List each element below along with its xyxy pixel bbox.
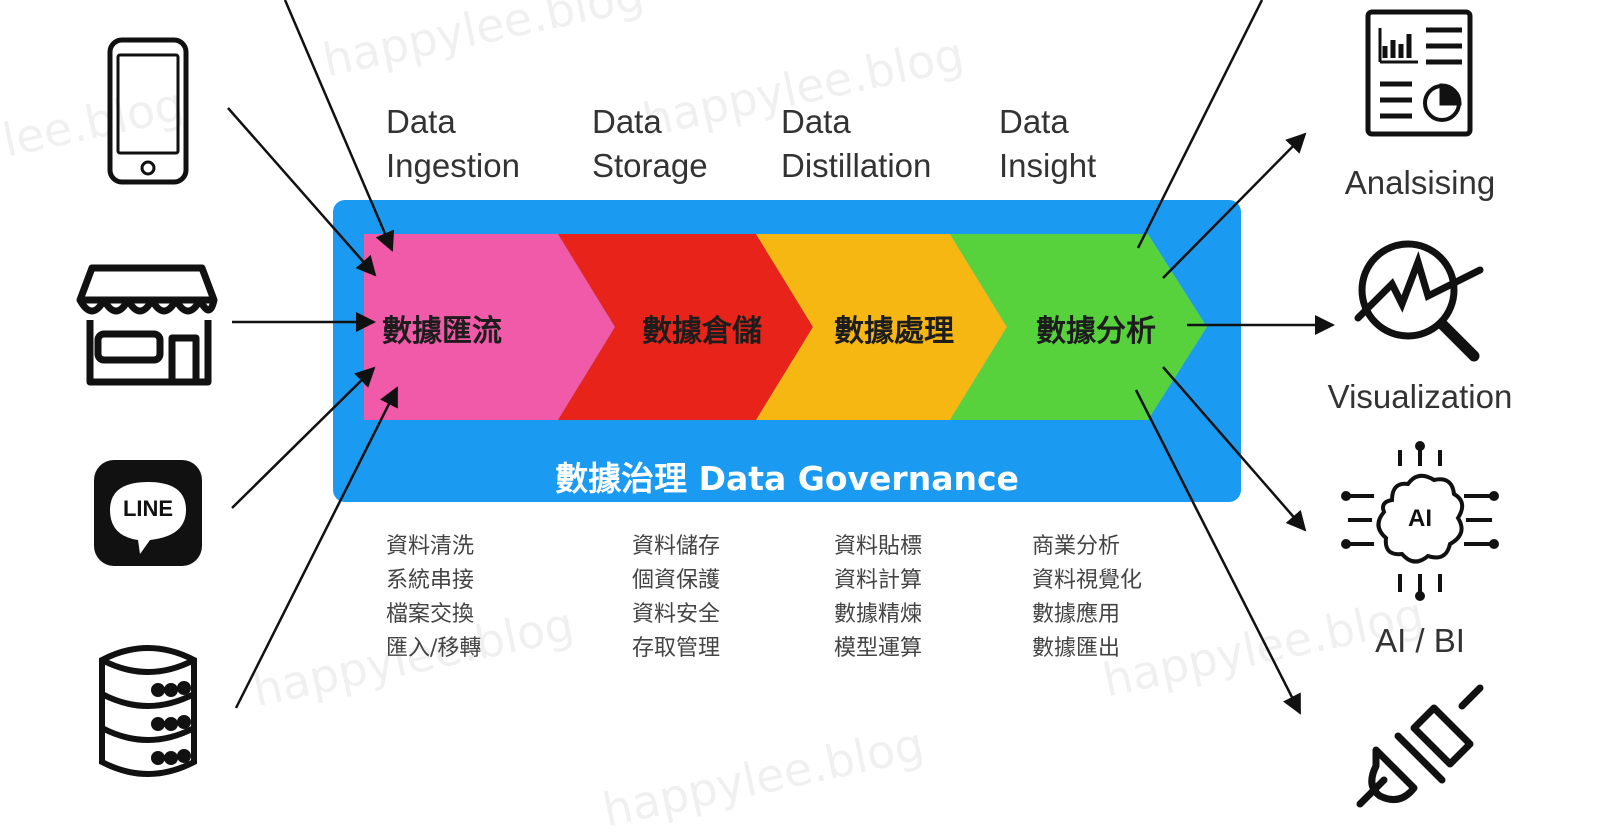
storefront-icon: [76, 264, 218, 386]
stage-label-distillation: Data Distillation: [781, 100, 931, 188]
stage-label-insight: Data Insight: [999, 100, 1096, 188]
task-list-storage: 資料儲存 個資保護 資料安全 存取管理: [632, 530, 720, 666]
stage-label-line: Storage: [592, 147, 708, 184]
stage-label-storage: Data Storage: [592, 100, 708, 188]
ai-badge-text: AI: [1408, 505, 1432, 532]
stage-label-line: Data: [999, 103, 1069, 140]
chevron-storage: [558, 234, 813, 420]
stage-label-line: Ingestion: [386, 147, 520, 184]
list-item: 數據應用: [1032, 602, 1121, 627]
arrow-top-input: [283, 0, 395, 252]
output-label-ai-bi: AI / BI: [1375, 622, 1465, 659]
list-item: 商業分析: [1032, 534, 1121, 559]
arrow-top-output: [1136, 0, 1264, 249]
chevron-distillation: [756, 234, 1007, 420]
chevron-ingestion: [364, 234, 615, 420]
chevron-insight: [950, 234, 1207, 420]
arrow-line-input: [231, 366, 376, 509]
smartphone-icon: [107, 37, 189, 185]
magnifier-chart-icon: [1354, 240, 1484, 362]
ai-brain-chip-icon: [1341, 441, 1499, 601]
stage-label-line: Distillation: [781, 147, 932, 184]
database-icon: [99, 645, 197, 777]
list-item: 系統串接: [386, 568, 475, 593]
arrow-ai-output: [1162, 366, 1307, 532]
stage-label-line: Insight: [999, 147, 1097, 184]
list-item: 資料清洗: [386, 534, 475, 559]
list-item: 資料貼標: [834, 534, 923, 559]
list-item: 存取管理: [632, 636, 721, 661]
stage-label-line: Data: [781, 103, 851, 140]
chevron-label-insight: 數據分析: [1036, 314, 1156, 349]
plug-icon: [1356, 684, 1484, 808]
output-label-visualization: Visualization: [1327, 378, 1513, 415]
chevron-label-distillation: 數據處理: [834, 314, 954, 349]
report-icon: [1365, 9, 1473, 137]
output-label-analysing: Analsising: [1344, 164, 1496, 201]
list-item: 資料安全: [632, 602, 721, 627]
list-item: 資料儲存: [632, 534, 721, 559]
list-item: 數據精煉: [834, 602, 923, 627]
chevron-label-ingestion: 數據匯流: [382, 314, 502, 349]
arrow-plug-output: [1134, 389, 1302, 715]
governance-label: 數據治理 Data Governance: [555, 459, 1019, 498]
task-list-ingestion: 資料清洗 系統串接 檔案交換 匯入/移轉: [386, 530, 481, 666]
arrow-phone-input: [227, 107, 377, 277]
stage-label-ingestion: Data Ingestion: [386, 100, 520, 188]
chevron-label-storage: 數據倉儲: [642, 314, 762, 349]
list-item: 個資保護: [632, 568, 721, 593]
line-app-icon: [94, 460, 202, 566]
list-item: 匯入/移轉: [386, 636, 482, 661]
list-item: 檔案交換: [386, 602, 475, 627]
line-logo-text: LINE: [122, 496, 174, 521]
list-item: 數據匯出: [1032, 636, 1121, 661]
task-list-distillation: 資料貼標 資料計算 數據精煉 模型運算: [834, 530, 922, 666]
list-item: 模型運算: [834, 636, 923, 661]
list-item: 資料計算: [834, 568, 923, 593]
arrow-db-input: [234, 386, 399, 709]
task-list-insight: 商業分析 資料視覺化 數據應用 數據匯出: [1032, 530, 1142, 666]
stage-label-line: Data: [592, 103, 662, 140]
list-item: 資料視覺化: [1032, 568, 1143, 593]
stage-label-line: Data: [386, 103, 456, 140]
arrow-analysing-output: [1162, 132, 1307, 279]
